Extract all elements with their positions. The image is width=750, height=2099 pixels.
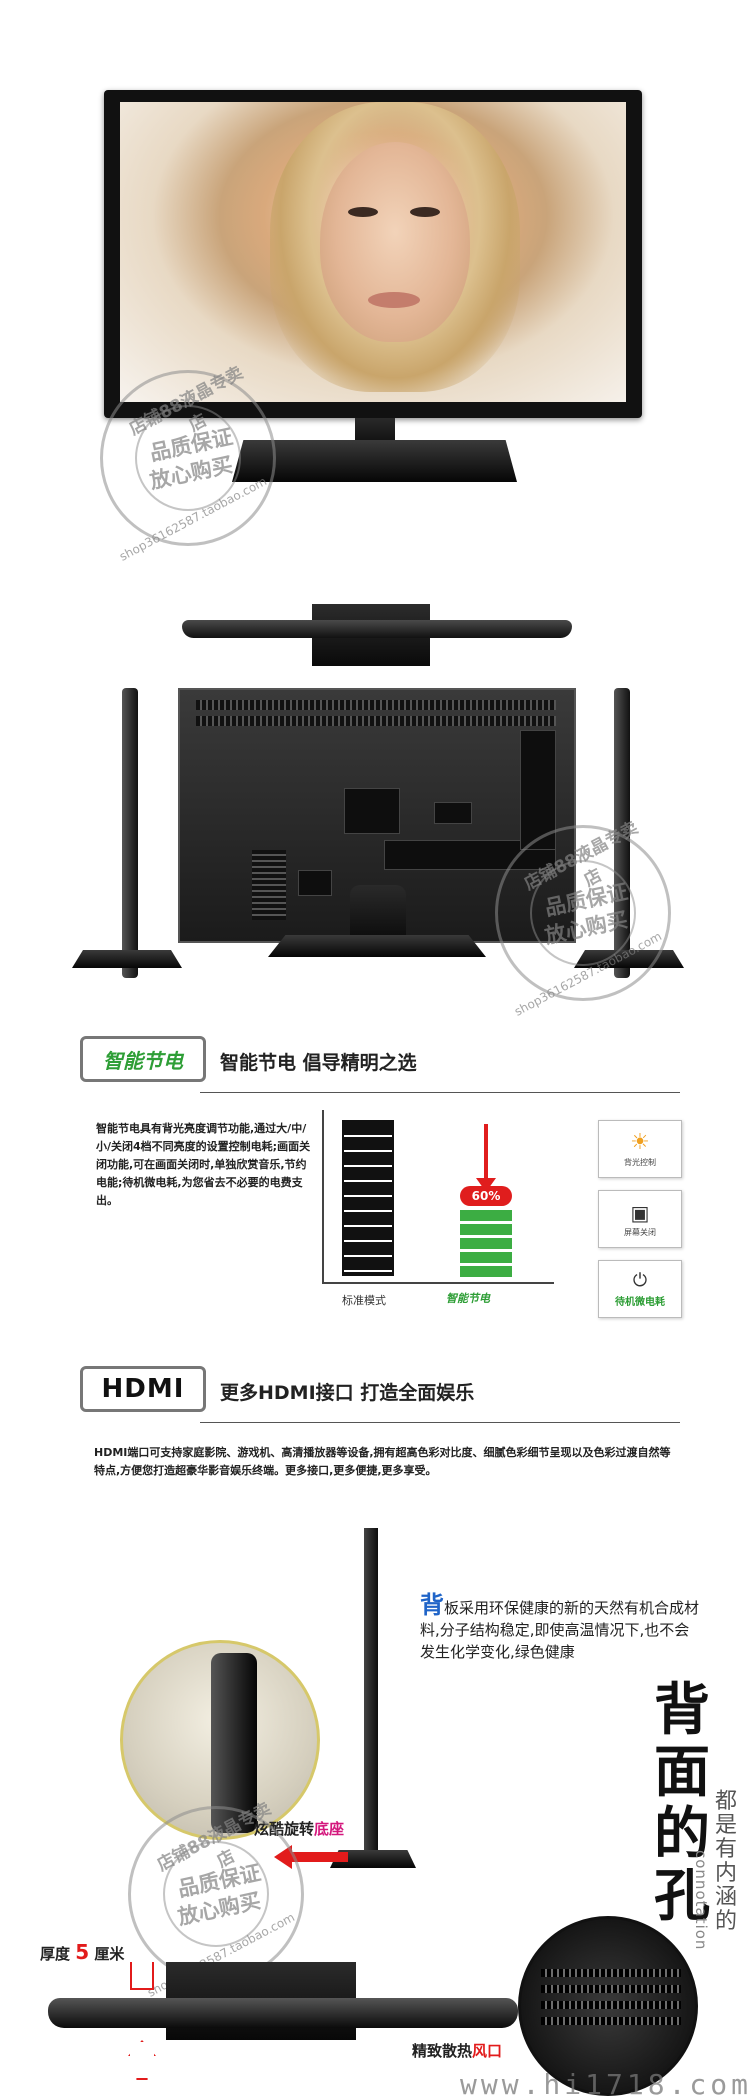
hdmi-section-divider bbox=[200, 1422, 680, 1423]
vertical-heading-char: 孔 bbox=[654, 1864, 710, 1929]
vent-slot-row bbox=[541, 1969, 681, 1977]
back-side-vent bbox=[252, 850, 286, 920]
vertical-subheading-char: 有 bbox=[714, 1837, 737, 1862]
watermark-stamp: 店铺88液晶专卖店 品质保证 放心购买 shop36162587.taobao.… bbox=[100, 363, 276, 564]
backlight-control-card: ☀ 背光控制 bbox=[598, 1120, 682, 1178]
energy-smart-label: 智能节电 bbox=[446, 1292, 490, 1305]
vent-highlight: 风口 bbox=[472, 2042, 503, 2060]
screen-portrait-eye-left bbox=[348, 207, 378, 217]
vertical-subheading-char: 涵 bbox=[714, 1885, 737, 1910]
back-mount-plate bbox=[344, 788, 400, 834]
vent-zoom-circle bbox=[518, 1916, 698, 2096]
back-side-ports bbox=[520, 730, 556, 850]
vertical-heading-char: 的 bbox=[654, 1802, 710, 1867]
energy-chart-x-axis bbox=[322, 1282, 554, 1284]
vertical-subheading-char: 都 bbox=[714, 1789, 737, 1814]
screen-portrait-face bbox=[320, 142, 470, 342]
vertical-heading-char: 背 bbox=[654, 1678, 710, 1743]
back-view-stand-base bbox=[268, 935, 486, 957]
energy-standard-bar bbox=[342, 1120, 394, 1276]
hdmi-section-title: 更多HDMI接口 打造全面娱乐 bbox=[220, 1382, 475, 1404]
vertical-subheading: 都 是 有 内 涵 的 bbox=[712, 1790, 740, 1934]
standby-card: ⏻ 待机微电耗 bbox=[598, 1260, 682, 1318]
energy-section-divider bbox=[200, 1092, 680, 1093]
top-view-tv bbox=[182, 620, 572, 638]
energy-badge: 智能节电 bbox=[80, 1036, 206, 1082]
vertical-subheading-char: 内 bbox=[714, 1861, 737, 1886]
bottom-view-tv bbox=[48, 1998, 518, 2028]
thickness-marker-down bbox=[130, 1962, 154, 1990]
sun-icon: ☀ bbox=[630, 1130, 650, 1155]
energy-paragraph: 智能节电具有背光亮度调节功能,通过大/中/小/关闭4档不同亮度的设置控制电耗;画… bbox=[96, 1122, 311, 1207]
back-power-socket bbox=[298, 870, 332, 896]
left-side-view-base bbox=[72, 950, 182, 968]
vent-slot-row bbox=[541, 2001, 681, 2009]
hero-tv-screen bbox=[120, 102, 626, 402]
up-arrow-icon bbox=[128, 2040, 156, 2080]
energy-smart-bar bbox=[460, 1210, 512, 1278]
screen-portrait-lips bbox=[368, 292, 420, 308]
rotating-base-highlight: 底座 bbox=[314, 1820, 345, 1838]
energy-reduction-arrow bbox=[484, 1124, 488, 1184]
thickness-text: 厚度 bbox=[40, 1945, 71, 1963]
back-vent-top-2 bbox=[196, 716, 556, 726]
vent-slot-row bbox=[541, 2017, 681, 2025]
back-label-sticker bbox=[434, 802, 472, 824]
back-panel-text: 板采用环保健康的新的天然有机合成材料,分子结构稳定,即使高温情况下,也不会发生化… bbox=[420, 1599, 700, 1661]
monitor-icon: ▣ bbox=[630, 1200, 650, 1225]
energy-badge-label: 智能节电 bbox=[103, 1048, 183, 1073]
back-panel-lead-char: 背 bbox=[420, 1591, 444, 1619]
slim-side-tv bbox=[364, 1528, 378, 1858]
hero-tv-bezel bbox=[104, 90, 642, 418]
hero-tv-base bbox=[232, 440, 517, 482]
back-view-stand-neck bbox=[350, 885, 406, 940]
energy-section-title: 智能节电 倡导精明之选 bbox=[220, 1052, 417, 1074]
backlight-control-label: 背光控制 bbox=[624, 1158, 656, 1167]
vent-caption: 精致散热风口 bbox=[412, 2040, 502, 2061]
vertical-heading-char: 面 bbox=[654, 1740, 710, 1805]
back-vent-top-1 bbox=[196, 700, 556, 710]
vertical-heading: 背 面 的 孔 bbox=[650, 1680, 714, 1928]
vent-slot-row bbox=[541, 1985, 681, 1993]
screen-portrait-eye-right bbox=[410, 207, 440, 217]
vertical-subheading-char: 是 bbox=[714, 1813, 737, 1838]
vertical-subheading-char: 的 bbox=[714, 1909, 737, 1934]
left-arrow-shaft bbox=[290, 1852, 348, 1862]
screen-off-card: ▣ 屏幕关闭 bbox=[598, 1190, 682, 1248]
hdmi-paragraph: HDMI端口可支持家庭影院、游戏机、高清播放器等设备,拥有超高色彩对比度、细腻色… bbox=[94, 1446, 671, 1477]
left-side-view-tv bbox=[122, 688, 138, 978]
screen-off-label: 屏幕关闭 bbox=[624, 1227, 656, 1237]
slim-side-tv-base bbox=[330, 1850, 416, 1868]
site-watermark: www.hi1718.com bbox=[460, 2068, 750, 2099]
stamp-inner-ring bbox=[135, 405, 241, 511]
hdmi-badge: HDMI bbox=[80, 1366, 206, 1412]
stamp-inner-ring bbox=[163, 1841, 269, 1947]
stand-zoom-detail bbox=[211, 1653, 257, 1833]
energy-saving-percent: 60% bbox=[460, 1186, 512, 1206]
stamp-inner-ring bbox=[530, 860, 636, 966]
thickness-unit: 厘米 bbox=[94, 1945, 125, 1963]
thickness-number: 5 bbox=[75, 1940, 90, 1964]
plug-icon: ⏻ bbox=[632, 1270, 648, 1291]
back-panel-description: 背板采用环保健康的新的天然有机合成材料,分子结构稳定,即使高温情况下,也不会发生… bbox=[420, 1591, 700, 1663]
vent-text: 精致散热 bbox=[412, 2042, 473, 2060]
watermark-stamp: 店铺88液晶专卖店 品质保证 放心购买 shop36162587.taobao.… bbox=[495, 818, 671, 1019]
watermark-stamp: 店铺88液晶专卖店 品质保证 放心购买 shop36162587.taobao.… bbox=[128, 1799, 304, 2000]
vertical-english-word: connotation bbox=[692, 1850, 710, 1951]
hdmi-badge-label: HDMI bbox=[101, 1374, 185, 1404]
thickness-caption: 厚度 5 厘米 bbox=[40, 1940, 124, 1964]
energy-chart-y-axis bbox=[322, 1110, 324, 1284]
standby-label: 待机微电耗 bbox=[615, 1297, 665, 1308]
energy-standard-label: 标准模式 bbox=[342, 1294, 386, 1307]
